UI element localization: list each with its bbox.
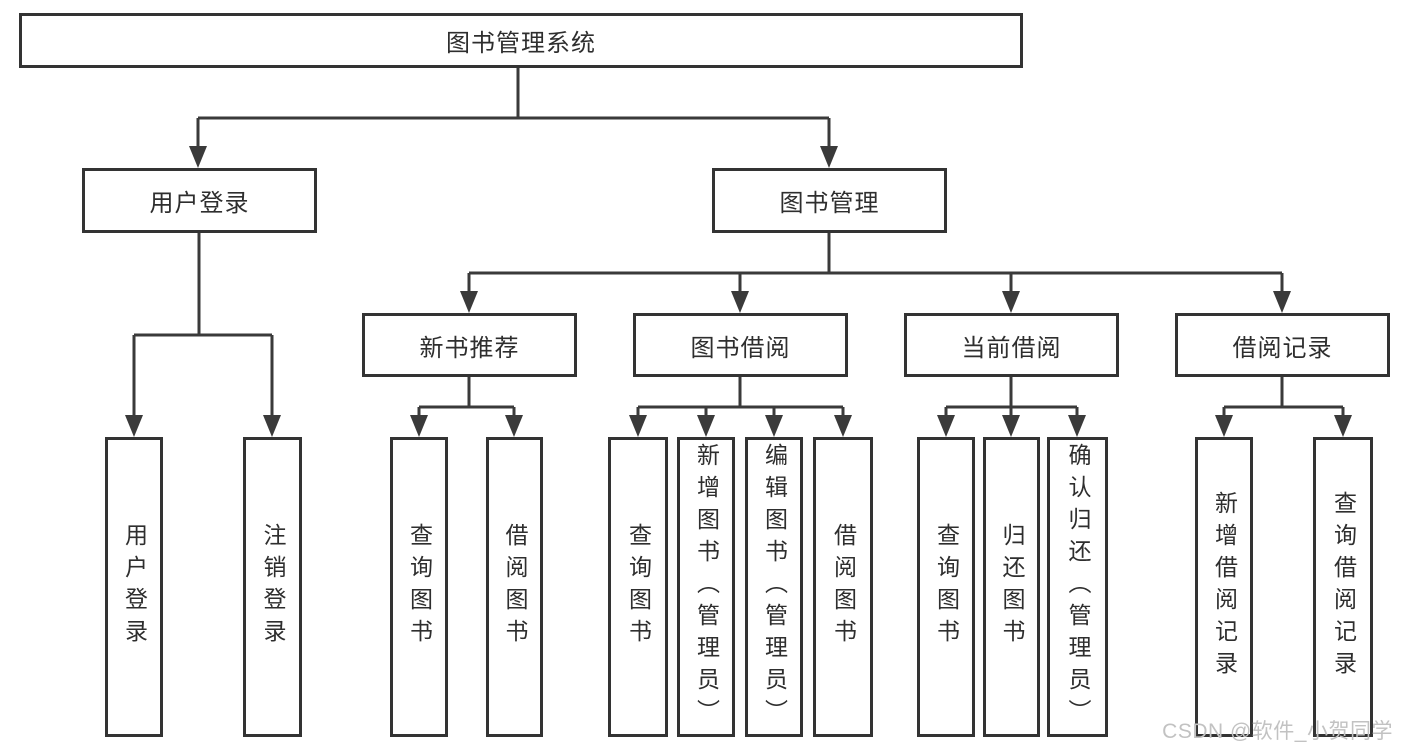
arrowhead	[937, 415, 955, 437]
arrowhead	[1002, 415, 1020, 437]
node-label: 借阅图书	[830, 523, 857, 651]
node-new-book-recommend: 新书推荐	[362, 313, 577, 377]
node-borrow-add-books-admin: 新增图书（管理员）	[677, 437, 735, 737]
node-record-add-borrow-record: 新增借阅记录	[1195, 437, 1253, 737]
node-label: 编辑图书（管理员）	[761, 443, 788, 731]
node-user-login-action: 用户登录	[105, 437, 163, 737]
node-label: 确认归还（管理员）	[1065, 443, 1091, 731]
arrowhead	[834, 415, 852, 437]
node-record-query-borrow-record: 查询借阅记录	[1313, 437, 1373, 737]
node-label: 查询借阅记录	[1330, 491, 1357, 683]
arrowhead	[189, 146, 207, 168]
node-book-management: 图书管理	[712, 168, 947, 233]
node-label: 当前借阅	[961, 334, 1062, 362]
connector-current-borrow-children	[937, 377, 1086, 437]
arrowhead	[765, 415, 783, 437]
node-label: 图书管理系统	[446, 30, 596, 57]
node-label: 借阅记录	[1232, 334, 1333, 362]
arrowhead	[1068, 415, 1086, 437]
node-newbook-query-books: 查询图书	[390, 437, 448, 737]
arrowhead	[697, 415, 715, 437]
arrowhead	[263, 415, 281, 437]
arrowhead	[1273, 291, 1291, 313]
connector-borrow-record-children	[1215, 377, 1352, 437]
node-current-return-books: 归还图书	[983, 437, 1040, 737]
node-book-borrow: 图书借阅	[633, 313, 848, 377]
node-label: 用户登录	[149, 190, 250, 217]
node-label: 用户登录	[121, 523, 148, 651]
arrowhead	[820, 146, 838, 168]
arrowhead	[410, 415, 428, 437]
node-label: 归还图书	[999, 523, 1025, 651]
arrowhead	[731, 291, 749, 313]
csdn-watermark: CSDN @软件_小贺同学	[1162, 720, 1393, 743]
node-label: 图书管理	[779, 190, 880, 217]
connector-user-login-children	[125, 233, 281, 437]
node-user-login: 用户登录	[82, 168, 317, 233]
arrowhead	[1215, 415, 1233, 437]
arrowhead	[125, 415, 143, 437]
connector-book-borrow-children	[629, 377, 852, 437]
node-label: 图书借阅	[690, 334, 791, 362]
connector-root-to-level2	[189, 68, 838, 168]
arrowhead	[629, 415, 647, 437]
node-borrow-query-books: 查询图书	[608, 437, 668, 737]
node-current-query-books: 查询图书	[917, 437, 975, 737]
node-newbook-borrow-books: 借阅图书	[486, 437, 543, 737]
node-label: 新增图书（管理员）	[693, 443, 720, 731]
node-borrow-records: 借阅记录	[1175, 313, 1390, 377]
arrowhead	[1002, 291, 1020, 313]
node-label: 注销登录	[260, 523, 286, 651]
node-label: 查询图书	[406, 523, 433, 651]
node-label: 查询图书	[933, 523, 960, 651]
arrowhead	[505, 415, 523, 437]
node-logout-action: 注销登录	[243, 437, 302, 737]
node-label: 新增借阅记录	[1211, 491, 1238, 683]
node-label: 新书推荐	[419, 334, 520, 362]
node-current-confirm-return-admin: 确认归还（管理员）	[1047, 437, 1108, 737]
node-borrow-borrow-books: 借阅图书	[813, 437, 873, 737]
node-label: 借阅图书	[502, 523, 528, 651]
arrowhead	[460, 291, 478, 313]
node-borrow-edit-books-admin: 编辑图书（管理员）	[745, 437, 803, 737]
connector-new-book-children	[410, 377, 523, 437]
node-label: 查询图书	[625, 523, 652, 651]
node-current-borrow: 当前借阅	[904, 313, 1119, 377]
arrowhead	[1334, 415, 1352, 437]
connector-book-management-children	[460, 233, 1291, 313]
node-library-system: 图书管理系统	[19, 13, 1023, 68]
